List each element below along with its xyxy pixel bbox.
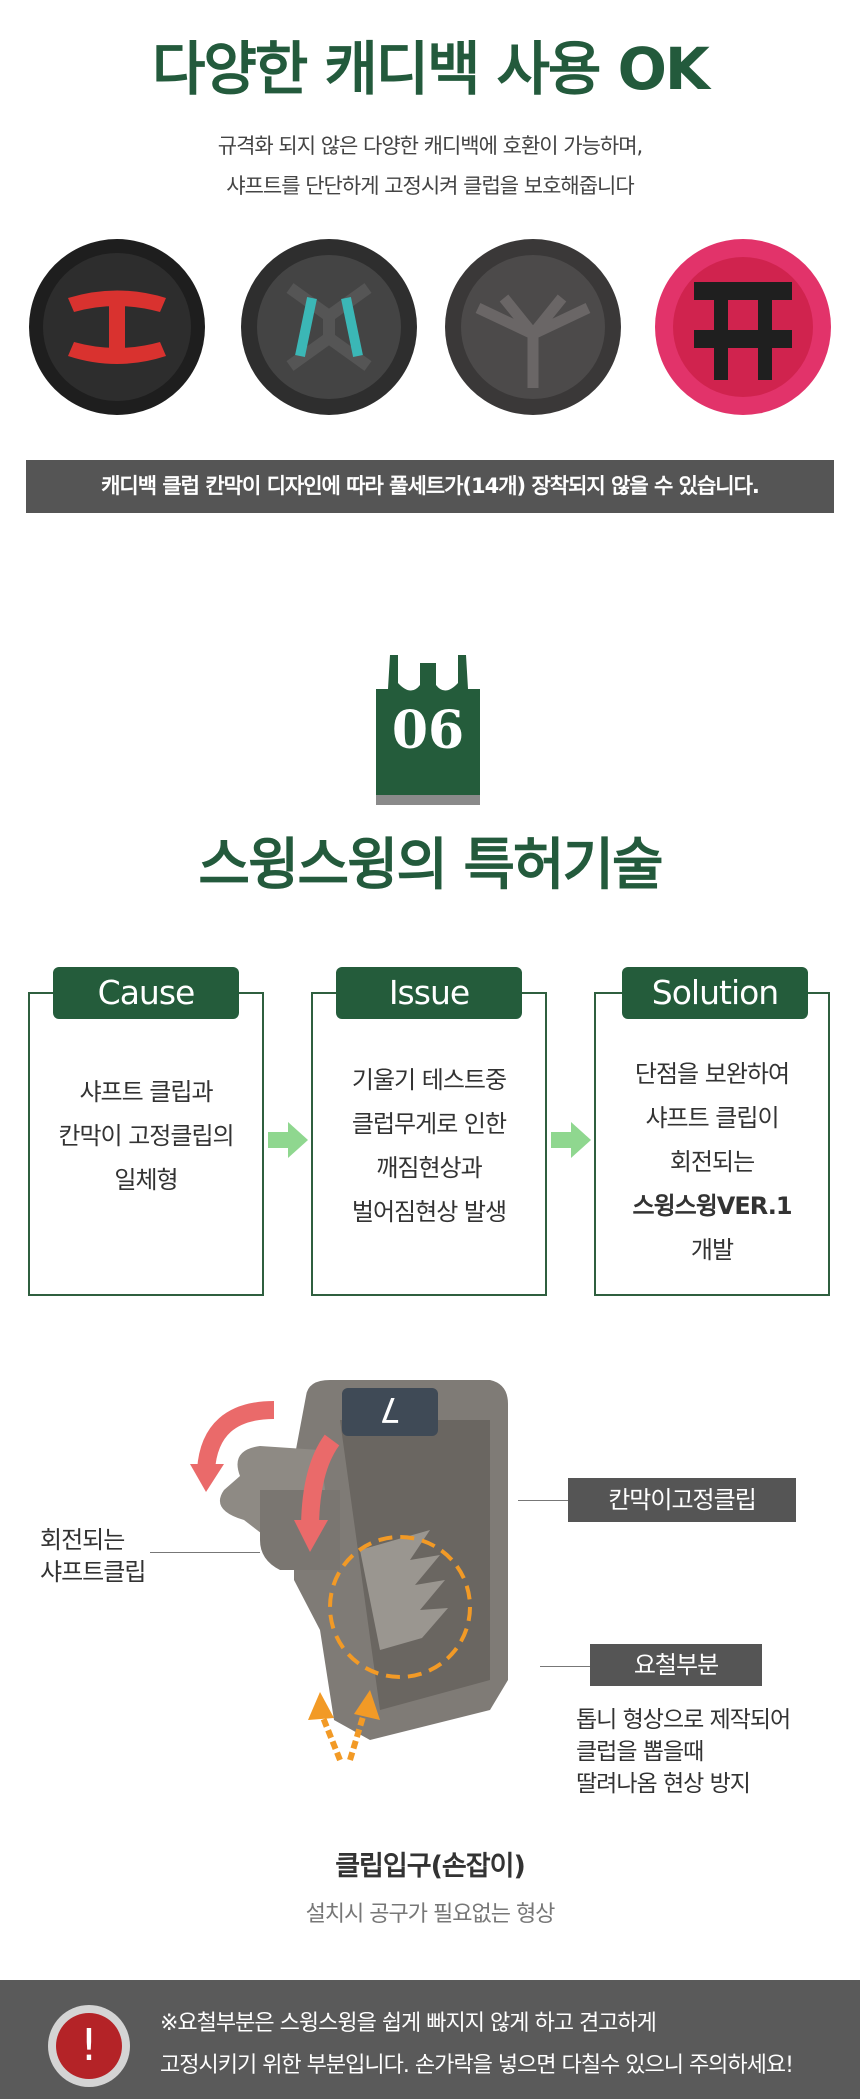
solution-text: 단점을 보완하여 샤프트 클립이 회전되는 스윙스윙VER.1 개발 bbox=[632, 1060, 792, 1264]
caddie-bag-image-gray bbox=[444, 238, 622, 416]
teeth-desc-3: 딸려나옴 현상 방지 bbox=[576, 1771, 751, 1797]
caddie-bag-image-red bbox=[28, 238, 206, 416]
description-line-1: 규격화 되지 않은 다양한 캐디백에 호환이 가능하며, bbox=[217, 134, 643, 158]
solution-tab: Solution bbox=[622, 967, 808, 1019]
teeth-desc-2: 클럽을 뽑을때 bbox=[576, 1739, 704, 1765]
clip-entry-title: 클립입구(손잡이) bbox=[335, 1851, 526, 1882]
teeth-desc-1: 톱니 형상으로 제작되어 bbox=[576, 1707, 791, 1733]
section-title: 스윙스윙의 특허기술 bbox=[198, 833, 663, 898]
rotate-clip-label-2: 샤프트클립 bbox=[40, 1558, 146, 1586]
description-line-2: 샤프트를 단단하게 고정시켜 클럽을 보호해줍니다 bbox=[226, 174, 634, 198]
warning-line-1: ※요철부분은 스윙스윙을 쉽게 빠지지 않게 하고 견고하게 bbox=[160, 2011, 657, 2036]
cause-box bbox=[28, 992, 264, 1296]
clip-badge-icon bbox=[376, 655, 480, 805]
cause-text: 샤프트 클립과 칸막이 고정클립의 일체형 bbox=[58, 1078, 234, 1194]
clip-entry-desc: 설치시 공구가 필요없는 형상 bbox=[305, 1902, 556, 1927]
warning-icon: ! bbox=[56, 2013, 122, 2079]
issue-tab: Issue bbox=[336, 967, 522, 1019]
caddie-bag-image-pink bbox=[654, 238, 832, 416]
fixed-clip-pointer-line bbox=[518, 1500, 568, 1501]
fixed-clip-tag: 칸막이고정클립 bbox=[568, 1478, 796, 1522]
solution-box bbox=[594, 992, 830, 1296]
warning-line-2: 고정시키기 위한 부분입니다. 손가락을 넣으면 다칠수 있으니 주의하세요! bbox=[160, 2053, 794, 2078]
arrow-right-icon bbox=[551, 1122, 591, 1158]
swing-clip-illustration bbox=[190, 1380, 508, 1762]
issue-text: 기울기 테스트중 클럽무게로 인한 깨짐현상과 벌어짐현상 발생 bbox=[351, 1066, 507, 1226]
page-title: 다양한 캐디백 사용 OK bbox=[152, 35, 710, 103]
section-number: 06 bbox=[391, 700, 465, 761]
svg-text:7: 7 bbox=[379, 1389, 401, 1429]
teeth-tag: 요철부분 bbox=[590, 1644, 762, 1686]
caddie-bag-image-teal bbox=[240, 238, 418, 416]
compatibility-notice: 캐디백 클럽 칸막이 디자인에 따라 풀세트가(14개) 장착되지 않을 수 있… bbox=[26, 460, 834, 513]
cause-tab: Cause bbox=[53, 967, 239, 1019]
warning-banner bbox=[0, 1980, 860, 2099]
issue-box bbox=[311, 992, 547, 1296]
rotate-clip-pointer-line bbox=[150, 1552, 260, 1553]
teeth-pointer-line bbox=[540, 1666, 590, 1667]
arrow-right-icon bbox=[268, 1122, 308, 1158]
clip-number-plate: 7 bbox=[379, 1389, 401, 1429]
rotate-clip-label-1: 회전되는 bbox=[40, 1526, 125, 1554]
